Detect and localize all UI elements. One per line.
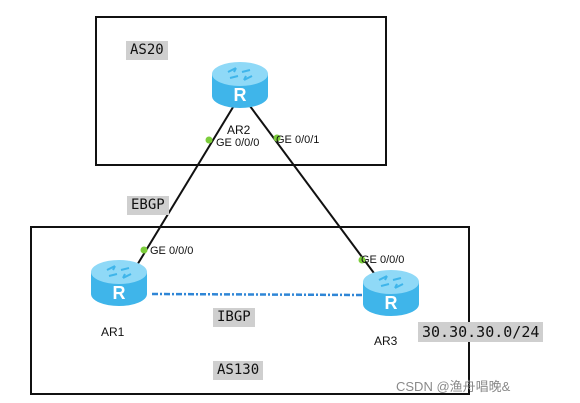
router-ar2-name: AR2 <box>227 123 251 137</box>
ebgp-label: EBGP <box>127 196 169 215</box>
ar3-ge000-port-dot <box>358 256 366 264</box>
ar2-port-ge001-label: GE 0/0/1 <box>276 134 320 146</box>
ar3-port-ge000-label: GE 0/0/0 <box>361 254 405 266</box>
as20-label: AS20 <box>126 41 168 60</box>
router-icon[interactable]: R <box>89 258 149 308</box>
ar1-ge000-port-dot <box>140 246 148 254</box>
network-prefix-label: 30.30.30.0/24 <box>418 322 544 342</box>
svg-text:R: R <box>385 293 398 313</box>
ar2-ge000-port-dot <box>205 136 213 144</box>
watermark-text: CSDN @渔舟唱晚& <box>396 379 511 394</box>
ibgp-link-ar1-ar3 <box>151 292 363 297</box>
ar2-ge001-port-dot <box>273 134 281 142</box>
router-ar1-name: AR1 <box>101 325 125 339</box>
svg-text:R: R <box>113 283 126 303</box>
router-icon[interactable]: R <box>210 60 270 110</box>
ar1-port-ge000-label: GE 0/0/0 <box>150 245 194 257</box>
router-ar3-name: AR3 <box>374 334 398 348</box>
as130-label: AS130 <box>213 361 264 380</box>
svg-text:R: R <box>234 85 247 105</box>
ar2-port-ge000-label: GE 0/0/0 <box>216 137 260 149</box>
router-icon[interactable]: R <box>361 268 421 318</box>
ibgp-label: IBGP <box>213 308 255 327</box>
